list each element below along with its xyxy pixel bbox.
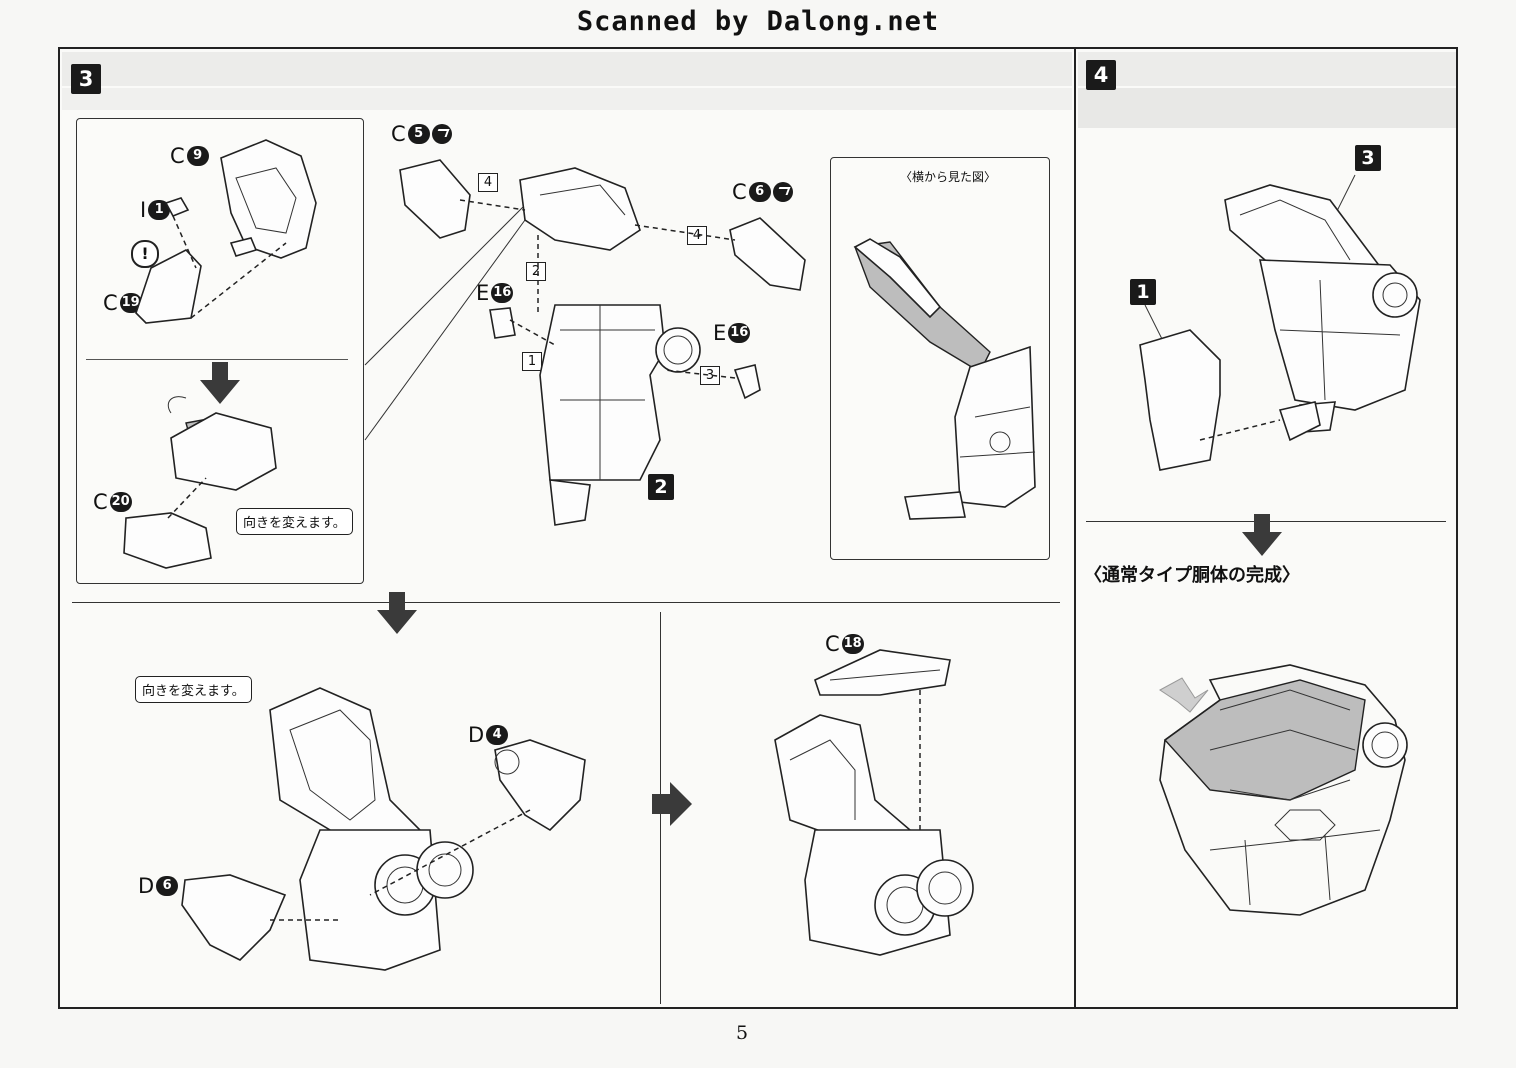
part-number-badge: 9 <box>186 146 209 166</box>
down-arrow-icon <box>200 362 240 404</box>
main-assembly-drawing <box>364 159 806 526</box>
part-number-badge: 6 <box>748 182 771 202</box>
nipper-icon <box>772 182 793 202</box>
right-arrow-icon <box>652 782 692 826</box>
step4-header-bar <box>1078 52 1456 86</box>
step3-header-bar <box>62 52 1072 86</box>
part-number-badge: 16 <box>491 283 514 303</box>
down-arrow-icon <box>377 592 417 634</box>
part-number-badge: 19 <box>119 293 142 313</box>
lower-left-assembly-drawing <box>181 687 586 971</box>
subassembly-ref-2: 2 <box>648 474 674 500</box>
part-number-badge: 5 <box>407 124 430 144</box>
side-view-caption: 〈横から見た図〉 <box>900 170 997 184</box>
step4-subheader-bar <box>1078 88 1456 128</box>
sequence-step-4a: 4 <box>478 173 498 192</box>
part-number-badge: 1 <box>148 200 171 220</box>
part-number-badge: 18 <box>841 634 864 654</box>
down-arrow-icon <box>1242 514 1282 556</box>
completed-torso-drawing <box>1159 664 1408 916</box>
page-number: 5 <box>736 1022 749 1044</box>
subassembly-ref-3: 3 <box>1355 145 1381 171</box>
sequence-step-3: 3 <box>700 366 720 385</box>
sequence-step-1: 1 <box>522 352 542 371</box>
completion-title: 〈通常タイプ胴体の完成〉 <box>1084 565 1300 586</box>
rotate-callout-2: 向きを変えます。 <box>135 676 252 703</box>
lower-right-assembly-drawing <box>774 649 974 956</box>
step-divider <box>1074 47 1076 1009</box>
step4-assembly-drawing <box>1139 174 1421 471</box>
step3-subheader-bar <box>62 88 1072 110</box>
sub-assembly-drawing <box>123 139 317 569</box>
sub-assembly-divider <box>86 359 348 360</box>
scan-credit: Scanned by Dalong.net <box>576 6 940 37</box>
subassembly-ref-1: 1 <box>1130 279 1156 305</box>
nipper-icon <box>431 124 452 144</box>
part-number-badge: 20 <box>109 492 132 512</box>
side-view-drawing <box>853 238 1036 520</box>
rotate-callout-1: 向きを変えます。 <box>236 508 353 535</box>
part-number-badge: 6 <box>156 876 179 896</box>
sequence-step-2: 2 <box>526 262 546 281</box>
part-number-badge: 16 <box>728 323 751 343</box>
step4-badge: 4 <box>1086 60 1116 90</box>
warning-icon: ! <box>131 240 159 268</box>
part-number-badge: 4 <box>486 725 509 745</box>
step3-badge: 3 <box>71 64 101 94</box>
stage-divider <box>72 602 1060 603</box>
